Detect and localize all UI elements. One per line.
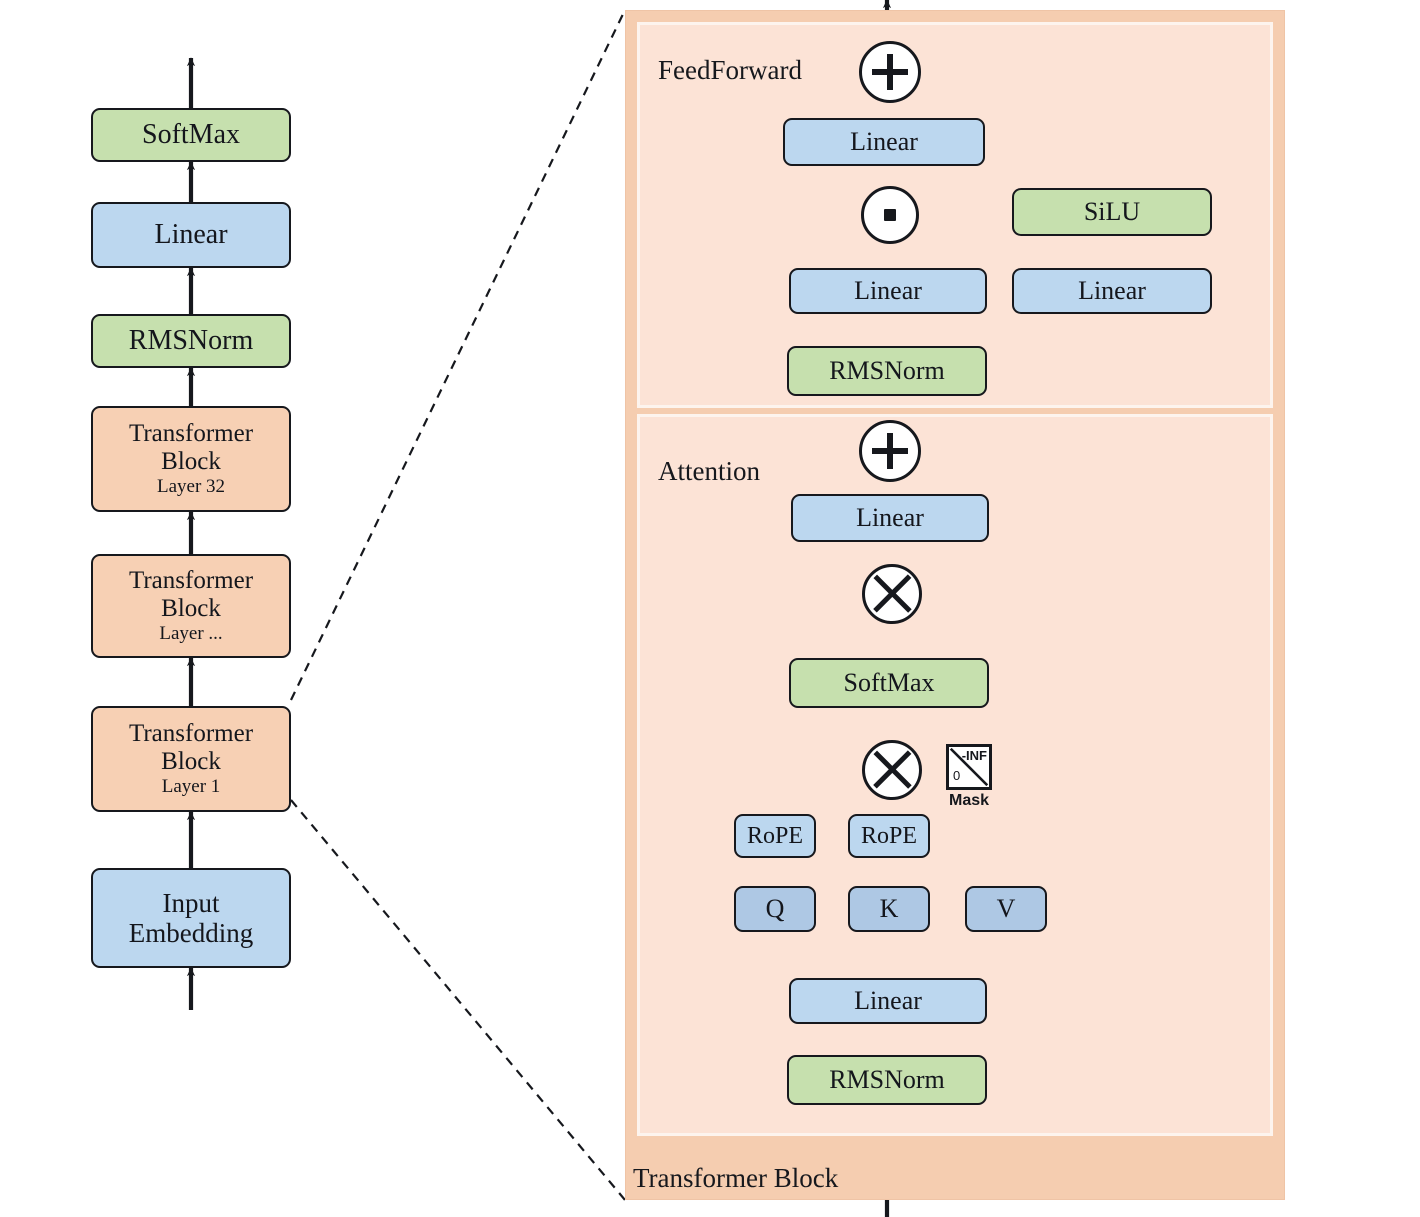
node-sublabel: Layer ...	[159, 623, 223, 645]
feedforward-label: FeedForward	[658, 55, 802, 85]
stack-node-rmsnorm[interactable]: RMSNorm	[91, 314, 291, 368]
causal-mask-icon: -INF 0 Mask	[946, 744, 992, 810]
node-sublabel: Layer 1	[161, 776, 221, 798]
mask-upper-label: -INF	[961, 748, 987, 763]
attention-matmul-qk-op[interactable]	[862, 740, 922, 800]
mask-caption: Mask	[948, 792, 990, 809]
rope-query[interactable]: RoPE	[734, 814, 816, 858]
stack-node-transformer-block-32[interactable]: Transformer Block Layer 32	[91, 406, 291, 512]
attn-out-proj-linear[interactable]: Linear	[791, 494, 989, 542]
node-label: Linear	[154, 219, 228, 251]
node-label: SiLU	[1083, 197, 1141, 227]
node-label: Input Embedding	[128, 887, 254, 948]
node-label: RoPE	[860, 822, 917, 849]
ff-up-proj-linear[interactable]: Linear	[789, 268, 987, 314]
attn-softmax[interactable]: SoftMax	[789, 658, 989, 708]
key-node[interactable]: K	[848, 886, 930, 932]
ff-gate-proj-linear[interactable]: Linear	[1012, 268, 1212, 314]
stack-node-softmax[interactable]: SoftMax	[91, 108, 291, 162]
node-label: Transformer Block	[128, 720, 254, 776]
query-node[interactable]: Q	[734, 886, 816, 932]
ff-down-proj-linear[interactable]: Linear	[783, 118, 985, 166]
attention-matmul-scores-values-op[interactable]	[862, 564, 922, 624]
value-node[interactable]: V	[965, 886, 1047, 932]
stack-node-transformer-block-mid[interactable]: Transformer Block Layer ...	[91, 554, 291, 658]
attention-label: Attention	[658, 456, 760, 486]
rope-key[interactable]: RoPE	[848, 814, 930, 858]
node-label: Linear	[854, 276, 922, 306]
attention-add-op[interactable]	[859, 420, 921, 482]
node-label: RMSNorm	[829, 1065, 945, 1095]
node-label: RMSNorm	[128, 325, 254, 357]
feedforward-add-op[interactable]	[859, 41, 921, 103]
node-label: Linear	[856, 503, 924, 533]
ff-rmsnorm[interactable]: RMSNorm	[787, 346, 987, 396]
node-sublabel: Layer 32	[156, 476, 226, 498]
stack-node-input-embedding[interactable]: Input Embedding	[91, 868, 291, 968]
ff-silu-activation[interactable]: SiLU	[1012, 188, 1212, 236]
node-label: SoftMax	[142, 119, 240, 151]
node-label: Linear	[1078, 276, 1146, 306]
node-label: SoftMax	[843, 668, 935, 698]
attn-rmsnorm[interactable]: RMSNorm	[787, 1055, 987, 1105]
transformer-block-panel-label: Transformer Block	[633, 1163, 839, 1193]
stack-node-linear[interactable]: Linear	[91, 202, 291, 268]
stack-node-transformer-block-1[interactable]: Transformer Block Layer 1	[91, 706, 291, 812]
node-label: Linear	[850, 127, 918, 157]
feedforward-multiply-op[interactable]	[861, 186, 919, 244]
node-label: V	[996, 894, 1016, 924]
node-label: RMSNorm	[829, 356, 945, 386]
node-label: Linear	[854, 986, 922, 1016]
node-label: Q	[765, 894, 785, 924]
node-label: Transformer Block	[128, 420, 254, 476]
mask-lower-label: 0	[953, 768, 961, 783]
qkv-proj-linear[interactable]: Linear	[789, 978, 987, 1024]
node-label: Transformer Block	[128, 567, 254, 623]
node-label: K	[879, 894, 899, 924]
node-label: RoPE	[746, 822, 803, 849]
